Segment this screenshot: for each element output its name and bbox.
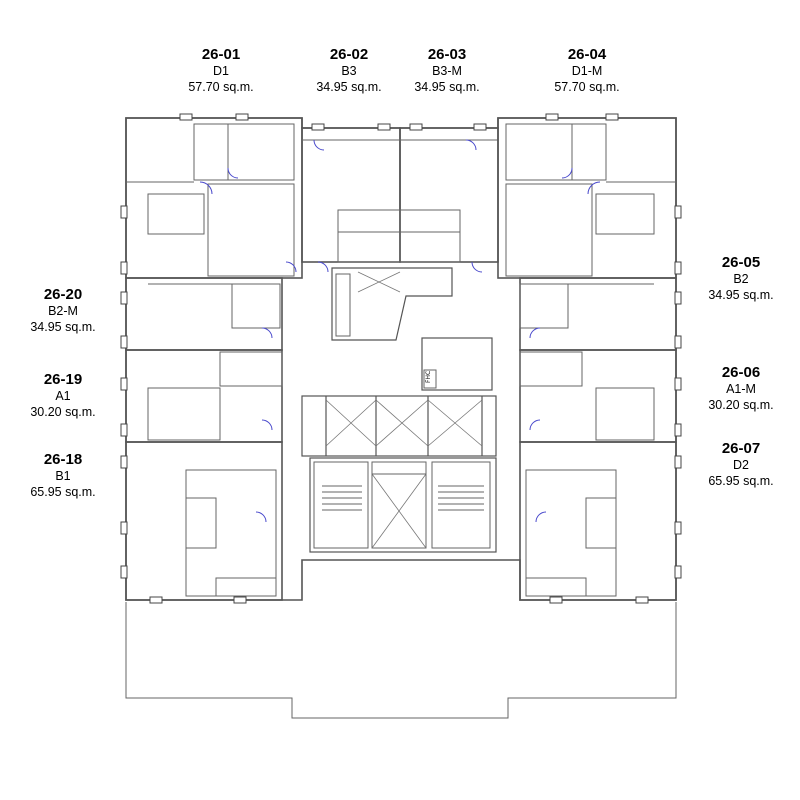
unit-26-18-plan (125, 441, 283, 601)
unit-number: 26-02 (329, 46, 369, 63)
unit-type: B3-M (432, 64, 462, 78)
unit-26-02-26-03-plan (301, 127, 499, 273)
unit-type: D1 (213, 64, 229, 78)
fhc-label: FHC (425, 371, 432, 383)
unit-type: B2 (733, 272, 749, 286)
unit-number: 26-03 (427, 46, 467, 63)
unit-area: 30.20 sq.m. (708, 398, 774, 412)
unit-26-20-plan (125, 277, 283, 351)
unit-number: 26-05 (721, 254, 761, 271)
unit-area: 57.70 sq.m. (188, 80, 254, 94)
unit-number: 26-19 (43, 371, 83, 388)
unit-label-26-06: 26-06 A1-M 30.20 sq.m. (686, 365, 796, 413)
unit-label-26-05: 26-05 B2 34.95 sq.m. (686, 255, 796, 303)
unit-label-26-18: 26-18 B1 65.95 sq.m. (8, 452, 118, 500)
unit-number: 26-20 (43, 286, 83, 303)
unit-type: B1 (55, 469, 71, 483)
unit-label-26-19: 26-19 A1 30.20 sq.m. (8, 372, 118, 420)
unit-26-07-plan (519, 441, 677, 601)
unit-label-26-04: 26-04 D1-M 57.70 sq.m. (532, 47, 642, 95)
unit-area: 65.95 sq.m. (708, 474, 774, 488)
unit-area: 34.95 sq.m. (30, 320, 96, 334)
unit-type: B2-M (48, 304, 78, 318)
unit-label-26-03: 26-03 B3-M 34.95 sq.m. (392, 47, 502, 95)
stair-treads-right (438, 485, 484, 511)
unit-type: D2 (733, 458, 749, 472)
unit-type: D1-M (571, 64, 603, 78)
unit-number: 26-06 (721, 364, 761, 381)
podium-outline (125, 602, 677, 719)
unit-26-05-plan (519, 277, 677, 351)
unit-number: 26-18 (43, 451, 83, 468)
stair-treads-left (322, 485, 362, 511)
unit-type: A1 (55, 389, 71, 403)
unit-label-26-07: 26-07 D2 65.95 sq.m. (686, 441, 796, 489)
unit-number: 26-04 (567, 46, 607, 63)
unit-area: 34.95 sq.m. (414, 80, 480, 94)
unit-number: 26-01 (201, 46, 241, 63)
unit-type: A1-M (726, 382, 756, 396)
central-core: FHC (301, 267, 497, 553)
unit-area: 34.95 sq.m. (708, 288, 774, 302)
unit-26-19-plan (125, 349, 283, 443)
unit-label-26-01: 26-01 D1 57.70 sq.m. (166, 47, 276, 95)
unit-area: 34.95 sq.m. (316, 80, 382, 94)
unit-type: B3 (341, 64, 357, 78)
facade-windows (120, 113, 682, 604)
unit-area: 57.70 sq.m. (554, 80, 620, 94)
unit-label-26-02: 26-02 B3 34.95 sq.m. (294, 47, 404, 95)
unit-area: 65.95 sq.m. (30, 485, 96, 499)
unit-label-26-20: 26-20 B2-M 34.95 sq.m. (8, 287, 118, 335)
unit-26-01-plan (125, 117, 303, 279)
unit-26-04-plan (497, 117, 677, 279)
unit-area: 30.20 sq.m. (30, 405, 96, 419)
unit-26-06-plan (519, 349, 677, 443)
unit-number: 26-07 (721, 440, 761, 457)
